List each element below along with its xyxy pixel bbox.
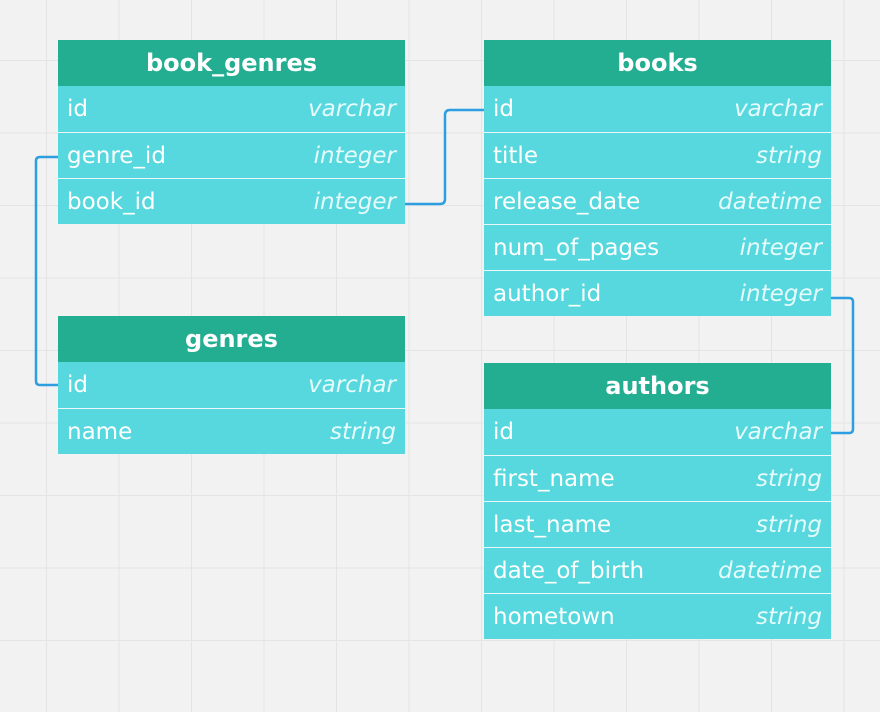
field-row-num-of-pages[interactable]: num_of_pages integer xyxy=(484,224,831,270)
field-row-id[interactable]: id varchar xyxy=(484,86,831,132)
field-row-author-id[interactable]: author_id integer xyxy=(484,270,831,316)
field-row-hometown[interactable]: hometown string xyxy=(484,593,831,639)
field-type: datetime xyxy=(718,557,822,584)
field-name: id xyxy=(493,96,514,122)
field-type: string xyxy=(755,511,822,538)
field-name: id xyxy=(67,96,88,122)
field-name: genre_id xyxy=(67,142,166,169)
field-row-release-date[interactable]: release_date datetime xyxy=(484,178,831,224)
field-name: title xyxy=(493,142,538,169)
connector-author-id-to-authors-id[interactable] xyxy=(831,296,855,435)
table-books[interactable]: books id varchar title string release_da… xyxy=(484,40,831,316)
field-type: integer xyxy=(313,188,396,215)
field-name: first_name xyxy=(493,465,615,492)
field-row-date-of-birth[interactable]: date_of_birth datetime xyxy=(484,547,831,593)
field-type: string xyxy=(755,142,822,169)
field-type: integer xyxy=(739,234,822,261)
field-name: id xyxy=(67,372,88,398)
field-row-name[interactable]: name string xyxy=(58,408,405,454)
field-name: last_name xyxy=(493,511,612,538)
field-type: integer xyxy=(313,142,396,169)
table-book-genres[interactable]: book_genres id varchar genre_id integer … xyxy=(58,40,405,224)
field-name: id xyxy=(493,419,514,445)
field-type: string xyxy=(329,418,396,445)
field-name: name xyxy=(67,418,133,445)
field-name: date_of_birth xyxy=(493,557,645,584)
connector-book-id-to-books-id[interactable] xyxy=(405,108,484,206)
field-type: varchar xyxy=(308,96,396,122)
table-title[interactable]: books xyxy=(484,40,831,86)
table-authors[interactable]: authors id varchar first_name string las… xyxy=(484,363,831,639)
field-row-book-id[interactable]: book_id integer xyxy=(58,178,405,224)
field-type: varchar xyxy=(308,372,396,398)
field-row-id[interactable]: id varchar xyxy=(484,409,831,455)
field-type: string xyxy=(755,465,822,492)
field-name: num_of_pages xyxy=(493,234,660,261)
field-row-id[interactable]: id varchar xyxy=(58,86,405,132)
field-type: varchar xyxy=(734,96,822,122)
field-row-last-name[interactable]: last_name string xyxy=(484,501,831,547)
field-type: integer xyxy=(739,280,822,307)
field-name: hometown xyxy=(493,603,615,630)
field-row-id[interactable]: id varchar xyxy=(58,362,405,408)
field-row-genre-id[interactable]: genre_id integer xyxy=(58,132,405,178)
field-row-title[interactable]: title string xyxy=(484,132,831,178)
field-name: author_id xyxy=(493,280,602,307)
table-title[interactable]: book_genres xyxy=(58,40,405,86)
field-type: string xyxy=(755,603,822,630)
table-title[interactable]: authors xyxy=(484,363,831,409)
field-name: book_id xyxy=(67,188,156,215)
table-genres[interactable]: genres id varchar name string xyxy=(58,316,405,454)
connector-genre-id-to-genres-id[interactable] xyxy=(34,155,58,387)
field-type: datetime xyxy=(718,188,822,215)
table-title[interactable]: genres xyxy=(58,316,405,362)
field-type: varchar xyxy=(734,419,822,445)
field-name: release_date xyxy=(493,188,641,215)
field-row-first-name[interactable]: first_name string xyxy=(484,455,831,501)
